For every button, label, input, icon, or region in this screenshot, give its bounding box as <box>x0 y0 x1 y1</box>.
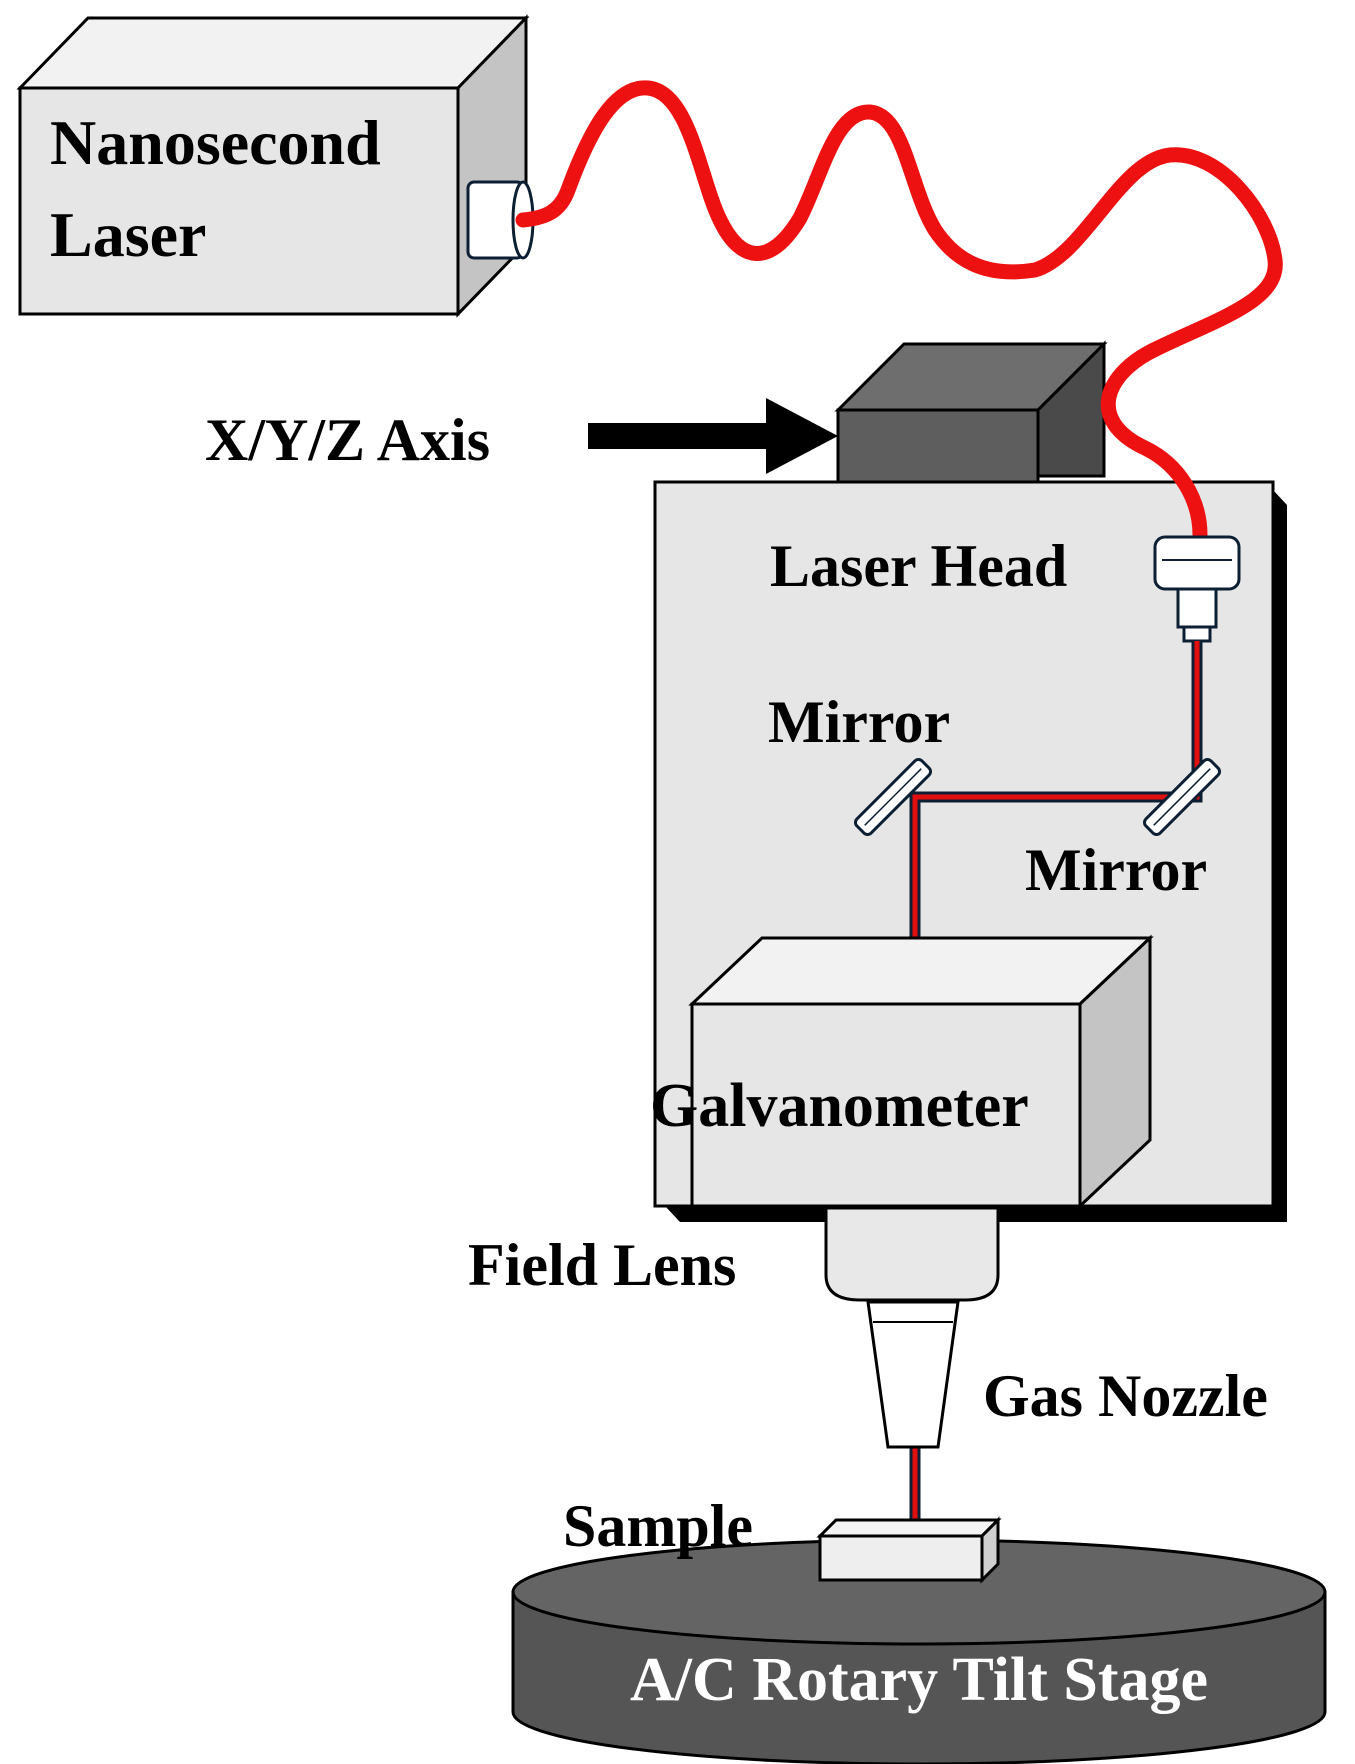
xyz-axis-block <box>834 340 1108 484</box>
mirror-bottom-label: Mirror <box>1025 837 1207 903</box>
laser-head-label: Laser Head <box>770 533 1067 599</box>
xyz-axis-label: X/Y/Z Axis <box>205 407 490 473</box>
field-lens <box>824 1206 1000 1302</box>
laser-beam-core <box>912 641 1200 938</box>
xyz-axis-arrow <box>588 398 838 474</box>
laser-box-front <box>18 86 460 316</box>
laser-head-collimator <box>1153 535 1241 643</box>
sample-label: Sample <box>563 1493 753 1559</box>
gas-nozzle-label: Gas Nozzle <box>983 1363 1268 1429</box>
fiber-cable <box>515 80 1283 543</box>
laser-source-label-line2: Laser <box>50 199 206 270</box>
galvanometer-box <box>688 934 1154 1210</box>
laser-source-label-line1: Nanosecond <box>50 107 381 178</box>
stage-label: A/C Rotary Tilt Stage <box>630 1646 1208 1714</box>
field-lens-label: Field Lens <box>468 1232 736 1298</box>
mirror-top-label: Mirror <box>768 689 950 755</box>
mirror-top-left <box>853 757 933 837</box>
sample-block <box>816 1516 1002 1584</box>
galvanometer-label: Galvanometer <box>650 1072 1029 1140</box>
laser-box-top <box>16 16 530 90</box>
nanosecond-laser-box: Nanosecond Laser <box>16 14 535 318</box>
rotary-tilt-stage <box>511 1538 1327 1764</box>
gas-nozzle <box>866 1300 960 1449</box>
mirror-bottom-right <box>1142 757 1222 837</box>
